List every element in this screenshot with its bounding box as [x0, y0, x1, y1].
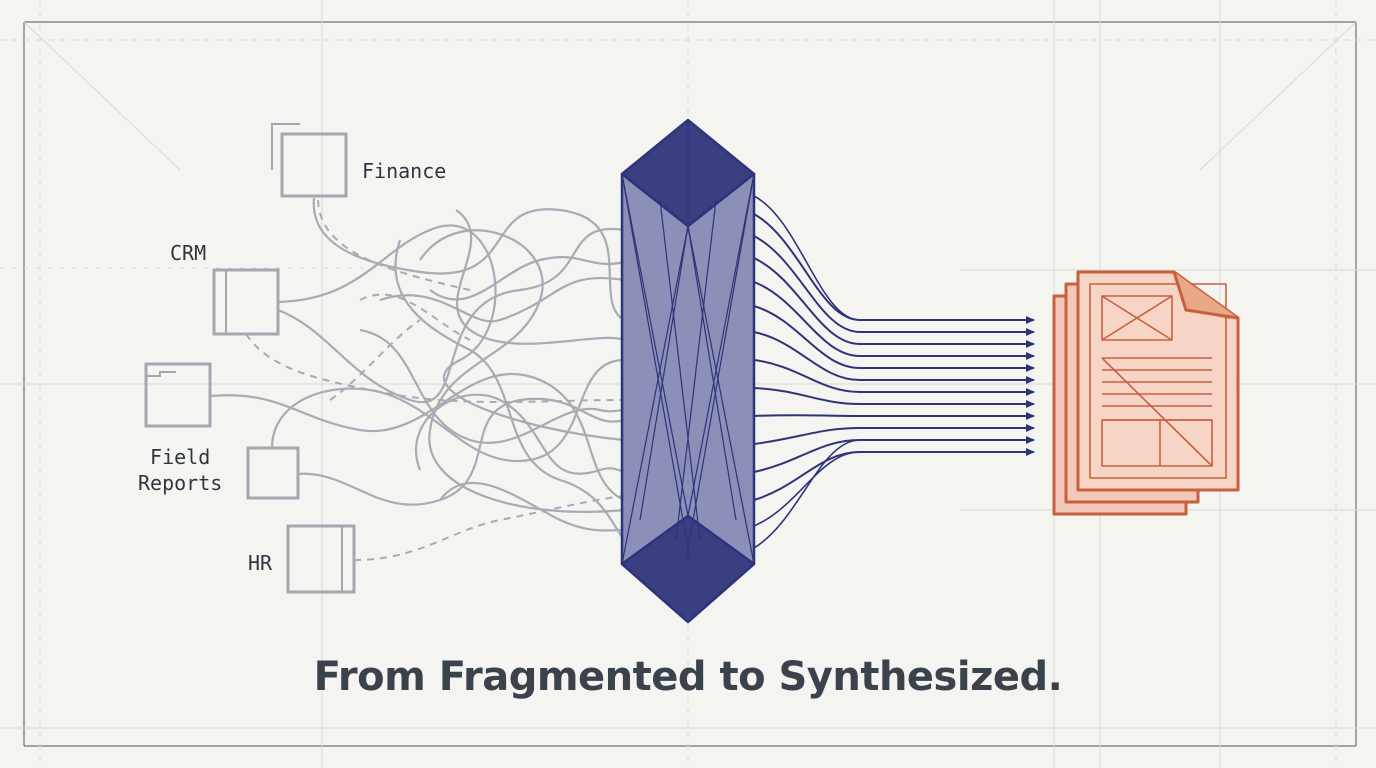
crm-source-box: [212, 268, 280, 336]
fragmented-data-lines: [209, 197, 625, 541]
hr-label: HR: [248, 551, 273, 575]
hr-source-box: [286, 524, 356, 594]
synthesized-document-stack: [1052, 270, 1240, 516]
field-reports-source-box: [144, 362, 212, 428]
crm-label: CRM: [170, 241, 207, 265]
finance-source-box: [271, 123, 348, 198]
synthesized-arrows: [753, 195, 1035, 549]
fragmented-dashed-lines: [245, 199, 625, 561]
hr-source-box-upper: [246, 446, 300, 500]
headline: From Fragmented to Synthesized.: [313, 654, 1063, 700]
synthesis-prism: [620, 118, 756, 624]
field-reports-label: Field Reports: [138, 445, 223, 495]
source-boxes: [144, 123, 356, 594]
finance-label: Finance: [362, 159, 447, 183]
